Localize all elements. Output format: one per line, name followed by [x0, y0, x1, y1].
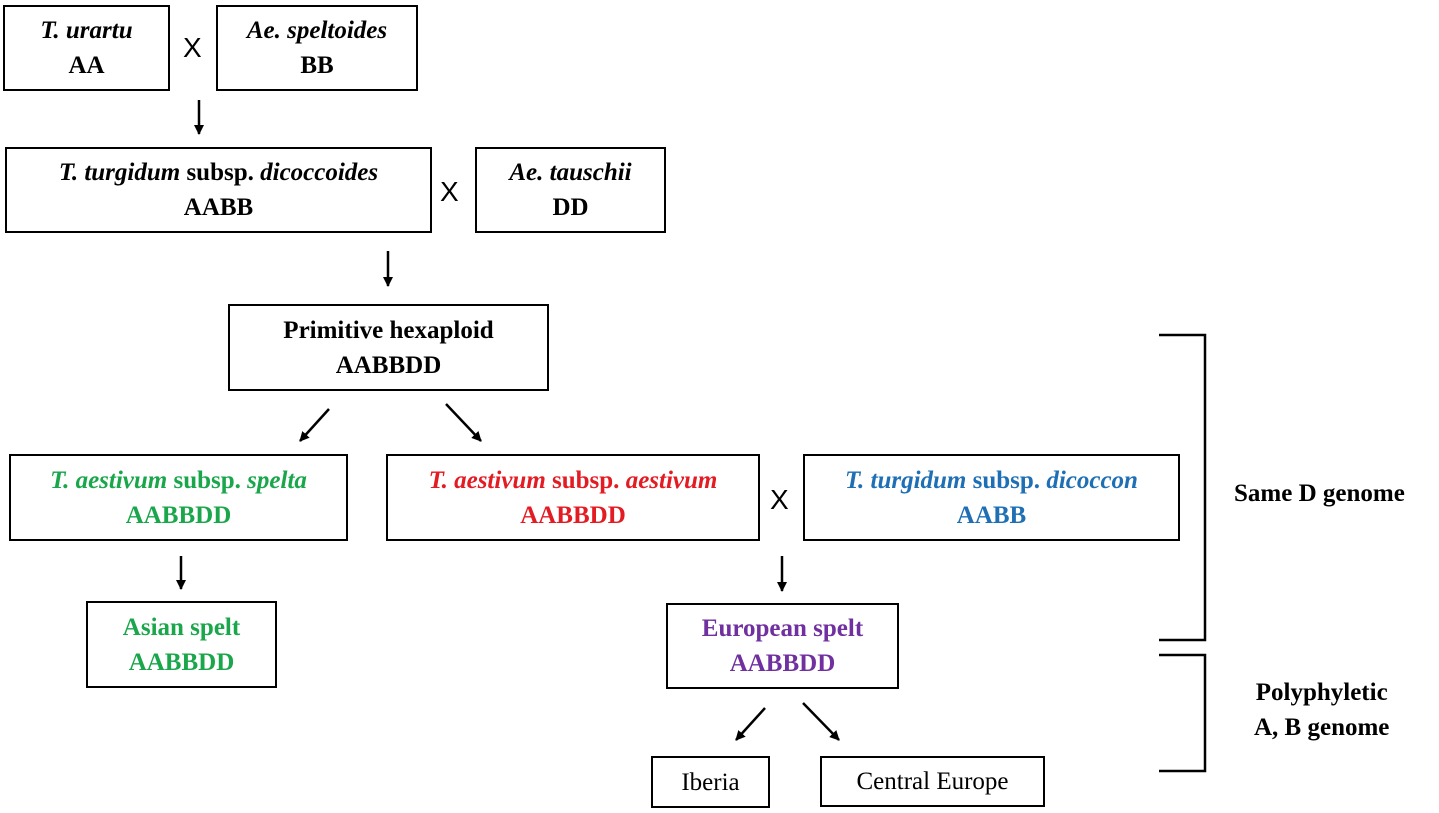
- node-iberia: Iberia: [651, 756, 770, 808]
- node-t-aestivum-spelta: T. aestivum subsp. spelta AABBDD: [9, 454, 348, 541]
- node-name: T. aestivum subsp. spelta: [50, 463, 307, 498]
- node-ae-speltoides: Ae. speltoides BB: [216, 5, 418, 91]
- node-name: T. turgidum subsp. dicoccoides: [59, 155, 378, 190]
- node-name: Ae. tauschii: [509, 159, 632, 186]
- node-genome: AABBDD: [125, 501, 232, 529]
- node-name: T. aestivum subsp. aestivum: [429, 463, 718, 498]
- subsp-text: subsp.: [180, 159, 261, 186]
- node-genome: BB: [300, 52, 334, 79]
- epithet-name: spelta: [247, 466, 307, 494]
- node-genome: AABBDD: [729, 650, 836, 677]
- subsp-text: subsp.: [167, 466, 248, 494]
- subsp-text: subsp.: [545, 466, 626, 494]
- epithet-name: aestivum: [625, 466, 718, 494]
- node-genome: AABBDD: [520, 501, 626, 529]
- node-name: Primitive hexaploid: [283, 316, 494, 344]
- node-name: Asian spelt: [122, 613, 241, 641]
- node-genome: AABBDD: [128, 648, 235, 676]
- arrow-to-central-europe: [802, 702, 840, 741]
- arrow-to-spelta: [299, 408, 330, 442]
- node-genome: AABB: [183, 194, 254, 221]
- node-asian-spelt: Asian spelt AABBDD: [86, 601, 277, 688]
- epithet-name: dicoccoides: [260, 159, 379, 186]
- node-name: Iberia: [681, 768, 740, 796]
- node-name: T. urartu: [40, 17, 133, 44]
- node-name: T. turgidum subsp. dicoccon: [845, 463, 1138, 498]
- node-genome: AA: [68, 52, 105, 79]
- node-genome: AABBDD: [335, 351, 442, 379]
- cross-symbol: X: [770, 484, 789, 515]
- node-primitive-hexaploid: Primitive hexaploid AABBDD: [228, 304, 549, 391]
- genus-name: T. aestivum: [428, 466, 546, 494]
- bracket-same-d-genome: [1159, 333, 1207, 642]
- label-same-d-genome: Same D genome: [1234, 480, 1405, 507]
- cross-symbol: X: [440, 176, 459, 207]
- node-name: European spelt: [701, 615, 864, 642]
- arrow-to-iberia: [735, 707, 766, 741]
- genus-name: T. turgidum: [58, 159, 181, 186]
- bracket-polyphyletic: [1159, 653, 1207, 773]
- node-name: Ae. speltoides: [246, 17, 388, 44]
- label-polyphyletic-line2: A, B genome: [1254, 714, 1390, 741]
- genus-name: T. aestivum: [50, 466, 168, 494]
- epithet-name: dicoccon: [1046, 466, 1138, 494]
- node-t-turgidum-dicoccon: T. turgidum subsp. dicoccon AABB: [803, 454, 1180, 541]
- label-polyphyletic: Polyphyletic A, B genome: [1254, 675, 1389, 745]
- node-european-spelt: European spelt AABBDD: [666, 603, 899, 689]
- node-central-europe: Central Europe: [820, 756, 1045, 807]
- genus-name: T. turgidum: [845, 466, 967, 494]
- cross-symbol: X: [183, 32, 202, 63]
- node-genome: AABB: [956, 501, 1027, 529]
- node-ae-tauschii: Ae. tauschii DD: [475, 147, 666, 233]
- node-t-aestivum-aestivum: T. aestivum subsp. aestivum AABBDD: [386, 454, 760, 541]
- node-t-urartu: T. urartu AA: [3, 5, 170, 91]
- node-name: Central Europe: [856, 768, 1009, 795]
- subsp-text: subsp.: [966, 466, 1047, 494]
- arrow-to-aestivum: [445, 403, 482, 442]
- node-genome: DD: [552, 194, 589, 221]
- node-t-turgidum-dicoccoides: T. turgidum subsp. dicoccoides AABB: [5, 147, 432, 233]
- label-polyphyletic-line1: Polyphyletic: [1255, 679, 1388, 706]
